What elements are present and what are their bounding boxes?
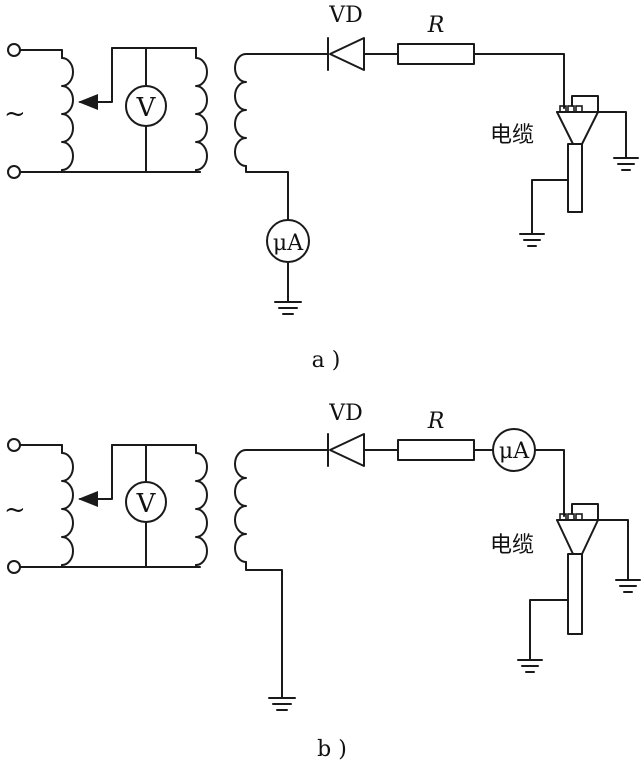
diode-a: VD [287, 3, 399, 71]
ground-icon [519, 233, 545, 247]
voltmeter-b: V [125, 444, 167, 568]
diode-label: VD [328, 401, 363, 426]
diode-b: VD [287, 401, 399, 467]
resistor-label: R [427, 13, 445, 38]
ground-icon [274, 301, 302, 315]
caption-a: a ) [312, 348, 341, 373]
ground-icon [517, 659, 543, 673]
transformer-primary-b [195, 444, 208, 568]
input-terminal-top [7, 438, 21, 452]
variac-wiper-arrow [78, 444, 113, 507]
cable-b: 电缆 [490, 503, 641, 673]
transformer-secondary-b [234, 449, 296, 711]
input-terminals-b: ~ [4, 438, 201, 574]
diode-label: VD [328, 3, 363, 28]
ac-source-symbol: ~ [4, 99, 26, 129]
diagram-a: ~ V [4, 3, 639, 373]
variac-wiper-arrow [78, 47, 113, 110]
variac-coil-a [61, 47, 197, 173]
diagram-b: ~ V [4, 401, 641, 762]
microammeter-label: μA [499, 439, 530, 464]
transformer-secondary-a [234, 53, 289, 221]
voltmeter-label: V [136, 93, 157, 123]
voltmeter-label: V [136, 489, 157, 519]
microammeter-a: μA [266, 219, 310, 315]
microammeter-label: μA [273, 231, 304, 256]
caption-b: b ) [317, 737, 347, 762]
input-terminal-bottom [7, 165, 21, 179]
ground-icon [613, 157, 639, 171]
input-terminal-bottom [7, 560, 21, 574]
ground-icon [615, 579, 641, 593]
ground-icon [268, 697, 296, 711]
voltmeter-a: V [125, 47, 167, 173]
microammeter-b: μA [492, 428, 565, 517]
cable-label: 电缆 [490, 123, 534, 148]
input-terminals-a: ~ [4, 43, 201, 179]
cable-label: 电缆 [490, 533, 534, 558]
cable-a: 电缆 [490, 95, 639, 247]
variac-coil-b [61, 444, 197, 568]
input-terminal-top [7, 43, 21, 57]
resistor-b: R [397, 409, 493, 461]
resistor-a: R [397, 13, 565, 109]
ac-source-symbol: ~ [4, 495, 26, 525]
transformer-primary-a [195, 47, 208, 173]
resistor-label: R [427, 409, 445, 434]
